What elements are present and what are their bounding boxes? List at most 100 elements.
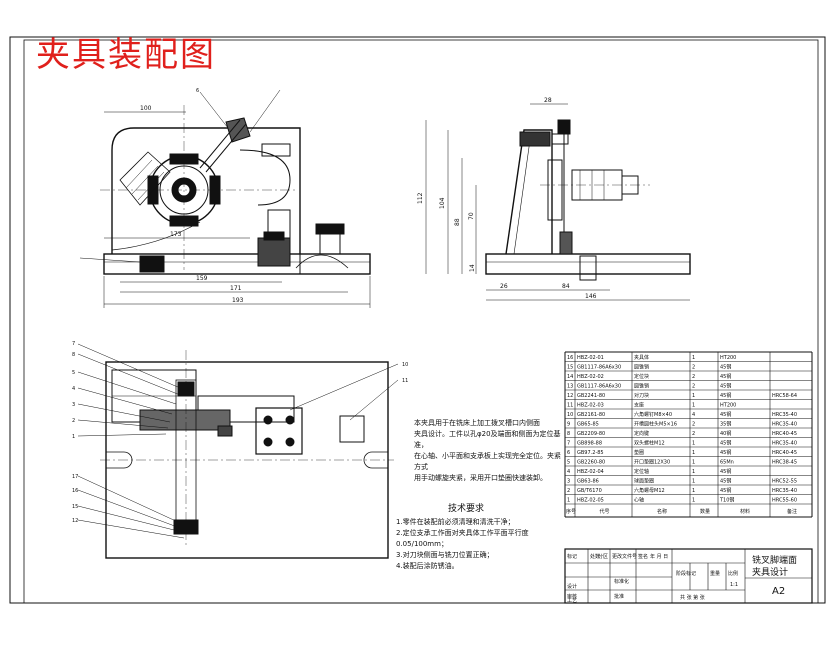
page-title: 夹具装配图: [36, 35, 216, 75]
bom-cell: 双头螺柱M12: [634, 440, 665, 447]
bom-cell: HRC35-40: [772, 488, 797, 494]
desc-line: 夹具设计。工件以孔φ20及端面和侧面为定位基准，: [414, 430, 561, 449]
tb-label: 处数: [590, 553, 600, 560]
tb-name-line1: 铣叉脚端面: [752, 554, 797, 566]
balloon: 1: [72, 434, 75, 440]
dim-front-w2: 159: [196, 275, 208, 282]
bom-cell: HRC55-60: [772, 498, 797, 504]
bom-cell: 6: [567, 450, 570, 456]
bom-cell: 球面垫圈: [634, 478, 654, 485]
tb-role: 标准化: [614, 578, 629, 585]
bom-cell: HRC52-55: [772, 479, 797, 485]
front-view: [79, 89, 371, 275]
bom-cell: HRC35-40: [772, 412, 797, 418]
bom-cell: 2: [692, 431, 695, 437]
bom-cell: HRC58-64: [772, 393, 797, 399]
tb-label: 年 月 日: [650, 553, 668, 560]
desc-line: 用手动螺旋夹紧，采用开口垫圈快速装卸。: [414, 474, 547, 482]
bom-cell: 45钢: [720, 383, 731, 390]
balloon: 4: [72, 386, 75, 392]
bom-cell: 圆锥销: [634, 383, 649, 390]
bom-cell: HT200: [720, 403, 736, 409]
bom-cell: 7: [567, 441, 570, 447]
tb-role: 设计: [567, 583, 577, 590]
tech-item: 1.零件在装配前必须清理和清洗干净；: [396, 518, 515, 526]
balloon: 5: [72, 370, 75, 376]
technical-requirements: 技术要求 1.零件在装配前必须清理和清洗干净； 2.定位支承工作面对夹具体工作平…: [396, 504, 564, 572]
dim-side-h5: 14: [469, 264, 476, 272]
bom-cell: GB63-86: [577, 479, 599, 485]
balloon: 7: [72, 341, 75, 347]
bom-cell: 45钢: [720, 373, 731, 380]
bom-cell: HBZ-02-05: [577, 498, 604, 504]
tech-item: 3.对刀块侧面与铣刀位置正确；: [396, 551, 494, 559]
bom-cell: 2: [692, 384, 695, 390]
bom-cell: HBZ-02-02: [577, 374, 604, 380]
bom-cell: 10: [567, 412, 573, 418]
bom-cell: 16: [567, 355, 573, 361]
bom-header-cell: 名称: [657, 508, 667, 515]
bom-cell: 夹具体: [634, 354, 649, 361]
bom-cell: HRC35-40: [772, 422, 797, 428]
plan-view: [77, 343, 399, 559]
tech-title: 技术要求: [448, 504, 485, 514]
bom-cell: HRC40-45: [772, 450, 797, 456]
balloon: 15: [72, 504, 78, 510]
bom-cell: 1: [567, 498, 570, 504]
bom-cell: 3: [567, 479, 570, 485]
bom-cell: 2: [692, 365, 695, 371]
bom-cell: 1: [692, 355, 695, 361]
bom-cell: 2: [692, 374, 695, 380]
bom-cell: 1: [692, 403, 695, 409]
bom-cell: GB97.2-85: [577, 450, 604, 456]
bom-cell: 圆锥销: [634, 364, 649, 371]
tb-label: 更改文件号: [612, 553, 637, 560]
balloon: 11: [402, 378, 408, 384]
bom-cell: GB2260-80: [577, 460, 605, 466]
tb-role: 工艺: [567, 598, 577, 604]
bom-cell: 65Mn: [720, 460, 734, 466]
balloon: 8: [72, 352, 75, 358]
tb-scale: 1:1: [730, 582, 738, 588]
bom-cell: 12: [567, 393, 573, 399]
bom-cell: 45钢: [720, 411, 731, 418]
bom-header-cell: 材料: [740, 508, 750, 515]
bom-cell: 45钢: [720, 478, 731, 485]
balloon: 17: [72, 474, 78, 480]
bom-cell: GB/T6170: [577, 488, 602, 494]
bom-table-grid: [564, 351, 813, 518]
bom-cell: 40钢: [720, 430, 731, 437]
dim-front-top: 100: [140, 105, 152, 112]
bom-cell: 45钢: [720, 440, 731, 447]
dim-front-w4: 193: [232, 297, 244, 304]
bom-cell: 4: [692, 412, 695, 418]
tb-label: 签名: [638, 553, 648, 560]
bom-cell: 六角螺母M12: [634, 487, 665, 494]
bom-cell: 2: [692, 422, 695, 428]
balloon: 3: [72, 402, 75, 408]
bom-header-cell: 代号: [600, 508, 610, 515]
tb-label: 标记: [567, 553, 577, 560]
dim-front-w1: 173: [170, 231, 182, 238]
bom-cell: HRC35-40: [772, 441, 797, 447]
bom-cell: 14: [567, 374, 573, 380]
bom-cell: 定位轴: [634, 468, 649, 475]
tb-stage: 重量: [710, 570, 720, 577]
tb-label: 分区: [598, 553, 608, 560]
bom-cell: 1: [692, 393, 695, 399]
bom-cell: 8: [567, 431, 570, 437]
bom-cell: GB1117-86A6x30: [577, 365, 621, 371]
bom-cell: GB898-88: [577, 441, 602, 447]
bom-cell: 定位块: [634, 373, 649, 380]
bom-header-cell: 数量: [700, 508, 710, 515]
desc-line: 在心轴、小平面和支承板上实现完全定位。夹紧方式: [414, 452, 561, 471]
bom-cell: 1: [692, 479, 695, 485]
bom-cell: GB2161-80: [577, 412, 605, 418]
side-dimensions: [425, 103, 690, 301]
bom-cell: 1: [692, 498, 695, 504]
title-block-text: 标记 处数 分区 更改文件号 签名 年 月 日 阶段标记 重量 比例 1:1 设…: [567, 553, 738, 604]
inner-border: [23, 39, 819, 604]
bom-cell: 支座: [634, 402, 644, 409]
bom-cell: 9: [567, 422, 570, 428]
bom-cell: 1: [692, 488, 695, 494]
